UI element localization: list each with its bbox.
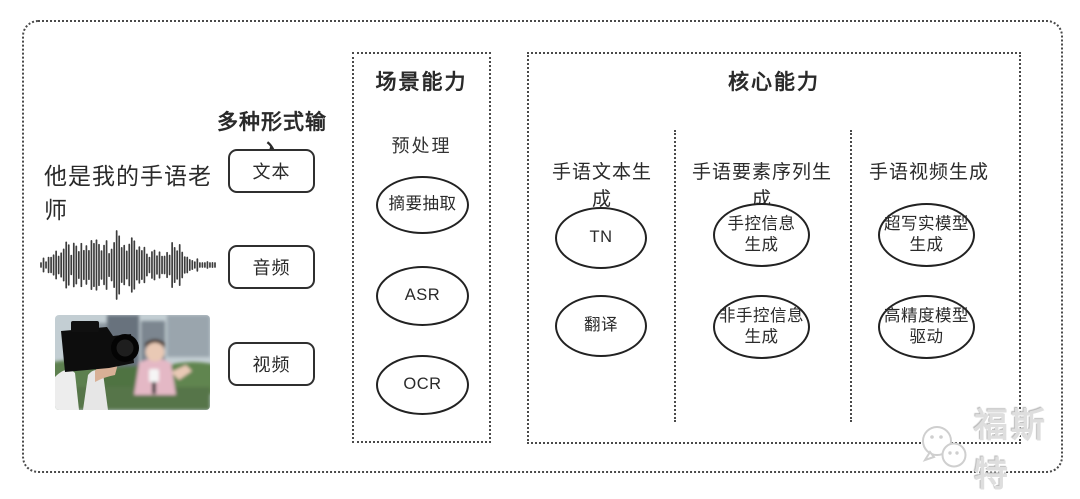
- input-box-video: 视频: [228, 342, 315, 386]
- sample-sentence-text: 他是我的手语老师: [44, 163, 212, 223]
- core-capability-title: 核心能力: [728, 71, 820, 94]
- preprocessing-label: 预处理: [391, 136, 452, 156]
- watermark: 福斯特: [916, 407, 1080, 494]
- column-divider-2: [850, 130, 852, 422]
- node-translation: 翻译: [555, 295, 647, 357]
- node-ocr: OCR: [376, 355, 469, 415]
- node-summary-extraction: 摘要抽取: [376, 176, 469, 234]
- node-hyperrealistic-model-generation: 超写实模型 生成: [878, 203, 975, 267]
- mascot-chat-icon: [916, 422, 974, 472]
- audio-waveform-icon: [38, 228, 218, 302]
- core-capability-box: 核心能力 手语文本生成 手语要素序列生成 手语视频生成 TN 翻译 手控信息 生…: [527, 52, 1021, 444]
- input-box-audio: 音频: [228, 245, 315, 289]
- node-tn: TN: [555, 207, 647, 269]
- node-manual-info-generation: 手控信息 生成: [713, 203, 810, 267]
- scene-capability-box: 场景能力 预处理 摘要抽取 ASR OCR: [352, 52, 491, 443]
- input-box-text: 文本: [228, 149, 315, 193]
- node-asr: ASR: [376, 266, 469, 326]
- column-label-sign-text-generation: 手语文本生成: [551, 162, 652, 210]
- node-non-manual-info-generation: 非手控信息 生成: [713, 295, 810, 359]
- watermark-text: 福斯特: [974, 407, 1048, 494]
- node-high-precision-model-driving: 高精度模型 驱动: [878, 295, 975, 359]
- outer-dotted-frame: [22, 20, 1063, 473]
- column-label-sign-video-generation: 手语视频生成: [868, 162, 989, 183]
- column-divider-1: [674, 130, 676, 422]
- video-thumbnail-image: [55, 315, 210, 410]
- scene-capability-title: 场景能力: [375, 71, 468, 94]
